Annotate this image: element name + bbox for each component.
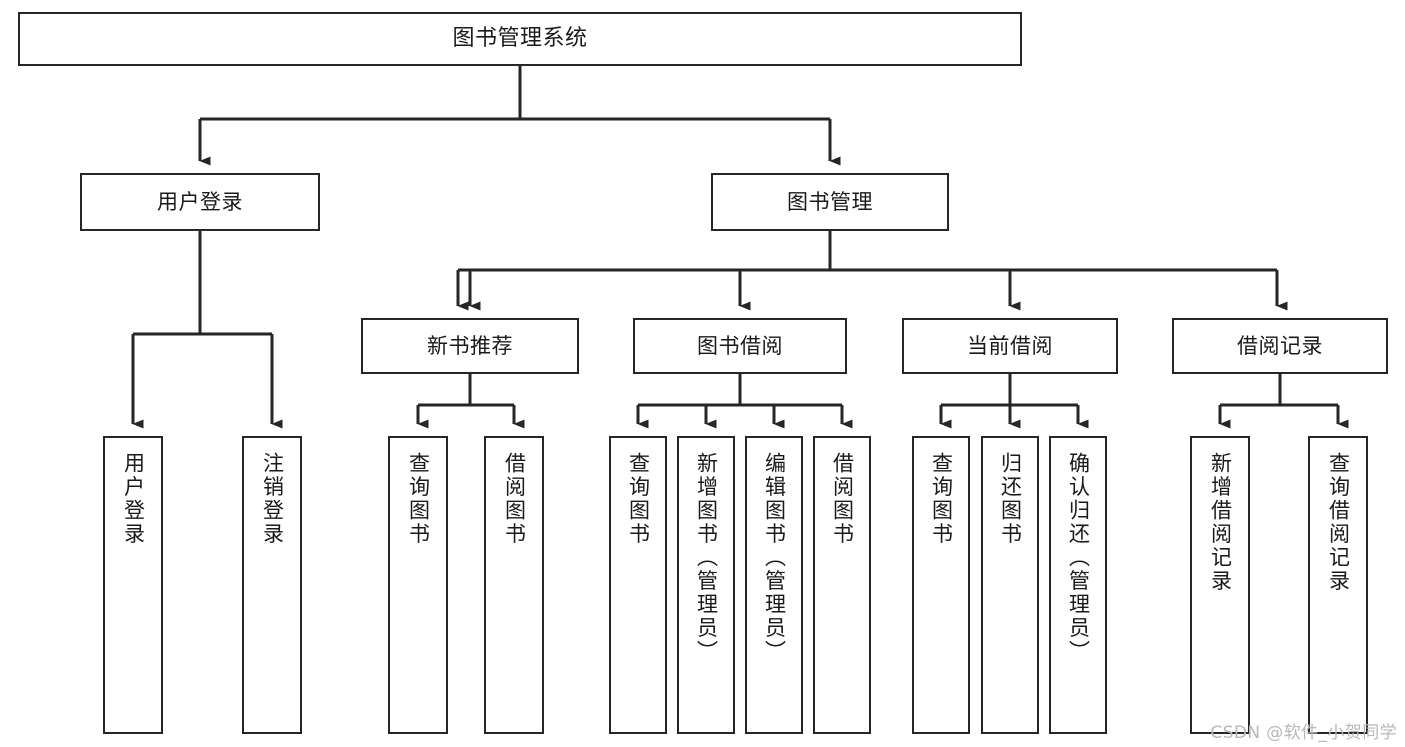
node-leaf-borrow-book-2-label: 借阅图书 (830, 452, 855, 546)
node-leaf-edit-book-label: 编辑图书（管理员） (762, 452, 787, 664)
node-leaf-add-book-label: 新增图书（管理员） (694, 452, 719, 664)
node-leaf-query-book-3[interactable]: 查询图书 (912, 436, 970, 734)
node-leaf-query-book-1-label: 查询图书 (406, 452, 431, 546)
node-leaf-add-record[interactable]: 新增借阅记录 (1190, 436, 1250, 734)
node-leaf-return-book-label: 归还图书 (998, 452, 1023, 546)
node-leaf-edit-book[interactable]: 编辑图书（管理员） (745, 436, 803, 734)
node-borrow-record[interactable]: 借阅记录 (1172, 318, 1388, 374)
node-leaf-user-login[interactable]: 用户登录 (103, 436, 163, 734)
node-root[interactable]: 图书管理系统 (18, 12, 1022, 66)
node-leaf-return-book[interactable]: 归还图书 (981, 436, 1039, 734)
node-leaf-query-record[interactable]: 查询借阅记录 (1308, 436, 1368, 734)
node-leaf-confirm-return-label: 确认归还（管理员） (1066, 452, 1091, 664)
node-leaf-add-record-label: 新增借阅记录 (1208, 452, 1233, 593)
node-book-manage[interactable]: 图书管理 (711, 173, 949, 231)
node-leaf-query-book-2-label: 查询图书 (626, 452, 651, 546)
node-leaf-borrow-book-1-label: 借阅图书 (502, 452, 527, 546)
node-leaf-logout[interactable]: 注销登录 (242, 436, 302, 734)
watermark: CSDN @软件_小贺同学 (1210, 723, 1397, 743)
node-root-label: 图书管理系统 (452, 26, 588, 52)
node-book-borrow[interactable]: 图书借阅 (633, 318, 847, 374)
node-book-borrow-label: 图书借阅 (697, 333, 783, 358)
node-user-login[interactable]: 用户登录 (80, 173, 320, 231)
node-leaf-logout-label: 注销登录 (260, 452, 285, 546)
node-current-borrow-label: 当前借阅 (967, 333, 1053, 358)
node-current-borrow[interactable]: 当前借阅 (902, 318, 1118, 374)
node-leaf-borrow-book-2[interactable]: 借阅图书 (813, 436, 871, 734)
node-leaf-user-login-label: 用户登录 (121, 452, 146, 546)
node-user-login-label: 用户登录 (157, 189, 243, 214)
node-book-manage-label: 图书管理 (787, 189, 873, 214)
node-leaf-borrow-book-1[interactable]: 借阅图书 (484, 436, 544, 734)
node-new-book-recommend-label: 新书推荐 (427, 333, 513, 358)
node-borrow-record-label: 借阅记录 (1237, 333, 1323, 358)
node-leaf-query-record-label: 查询借阅记录 (1326, 452, 1351, 593)
node-new-book-recommend[interactable]: 新书推荐 (361, 318, 579, 374)
node-leaf-query-book-2[interactable]: 查询图书 (609, 436, 667, 734)
node-leaf-add-book[interactable]: 新增图书（管理员） (677, 436, 735, 734)
node-leaf-query-book-1[interactable]: 查询图书 (388, 436, 448, 734)
node-leaf-confirm-return[interactable]: 确认归还（管理员） (1049, 436, 1107, 734)
node-leaf-query-book-3-label: 查询图书 (929, 452, 954, 546)
